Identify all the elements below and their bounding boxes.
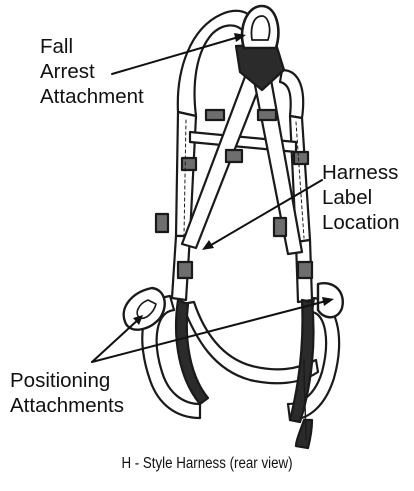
callout-line: Arrest xyxy=(40,59,144,84)
callout-line: Fall xyxy=(40,34,144,59)
leg-loop-center xyxy=(182,302,318,383)
harness-label-location-label: Harness Label Location xyxy=(322,160,400,235)
buckle-icon xyxy=(294,152,308,164)
d-ring-icon xyxy=(242,6,278,48)
buckle-icon xyxy=(226,150,242,162)
callout-line: Attachment xyxy=(40,84,144,109)
callout-line: Positioning xyxy=(10,368,124,393)
callout-line: Location xyxy=(322,210,400,235)
right-shoulder-strap-rear xyxy=(280,70,303,118)
buckle-icon xyxy=(206,110,224,120)
buckle-icon xyxy=(274,218,286,236)
positioning-attachments-label: Positioning Attachments xyxy=(10,368,124,418)
fall-arrest-attachment-label: Fall Arrest Attachment xyxy=(40,34,144,109)
figure-caption: H - Style Harness (rear view) xyxy=(29,455,385,473)
callout-line: Attachments xyxy=(10,393,124,418)
callout-line: Label xyxy=(322,185,400,210)
buckle-icon xyxy=(178,262,192,278)
callout-line: Harness xyxy=(322,160,400,185)
buckle-icon xyxy=(298,262,312,278)
buckle-icon xyxy=(182,158,196,170)
buckle-icon xyxy=(258,110,276,120)
tail-strap xyxy=(296,420,312,448)
buckle-icon xyxy=(156,214,168,232)
